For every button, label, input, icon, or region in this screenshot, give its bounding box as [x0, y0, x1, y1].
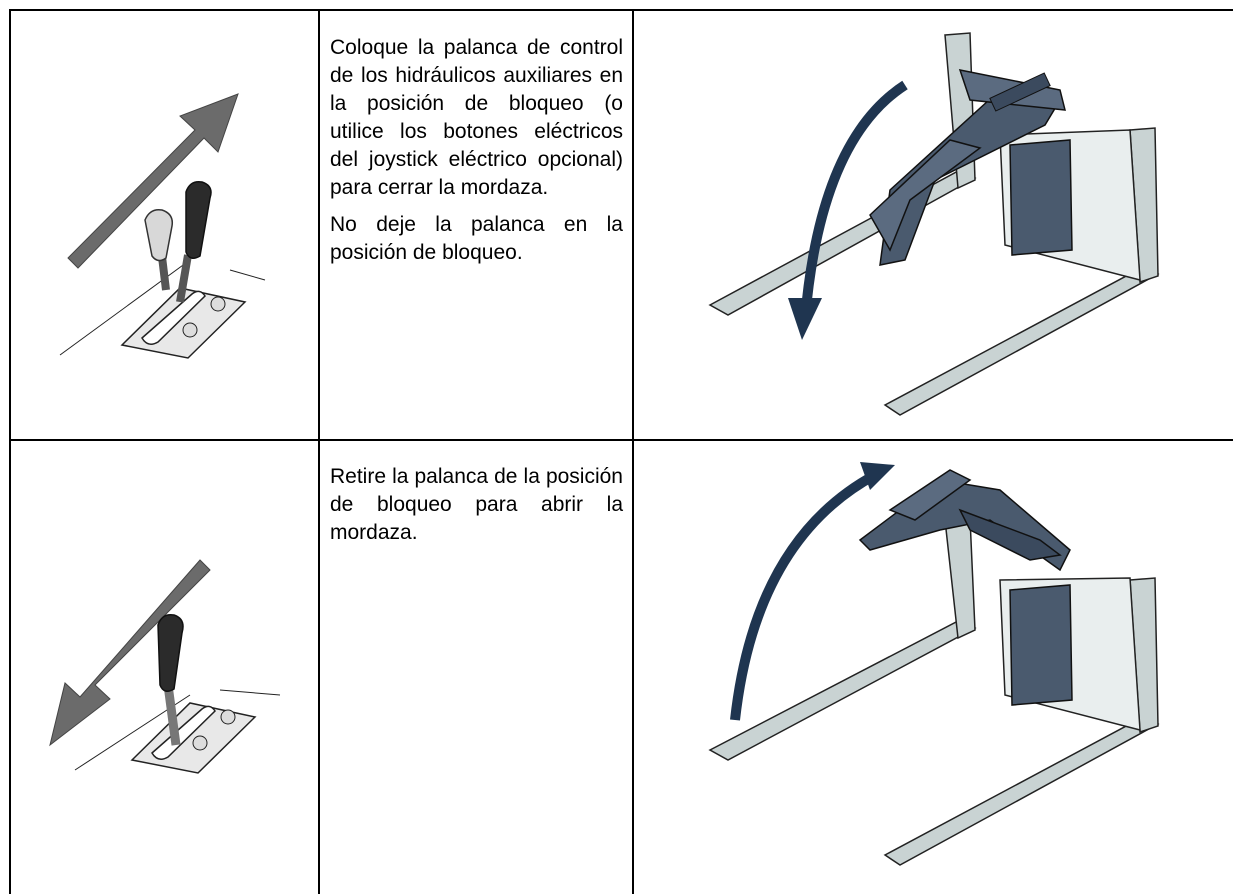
table-border-top	[9, 9, 1233, 11]
lever-pull-back-icon	[40, 555, 300, 785]
row-divider	[9, 439, 1233, 441]
paragraph: Retire la palanca de la posición de bloq…	[330, 465, 623, 544]
instruction-text-close: Coloque la palanca de control de los hid…	[330, 34, 623, 276]
paragraph: Coloque la palanca de control de los hid…	[330, 36, 623, 199]
column-divider-2	[632, 9, 634, 894]
instruction-text-open: Retire la palanca de la posición de bloq…	[330, 463, 623, 556]
lever-push-forward-icon	[40, 80, 300, 380]
fork-grapple-close-icon	[700, 30, 1230, 425]
column-divider-1	[318, 9, 320, 894]
paragraph: No deje la palanca en la posición de blo…	[330, 213, 623, 264]
fork-grapple-open-icon	[700, 460, 1230, 870]
table-border-left	[9, 9, 11, 894]
